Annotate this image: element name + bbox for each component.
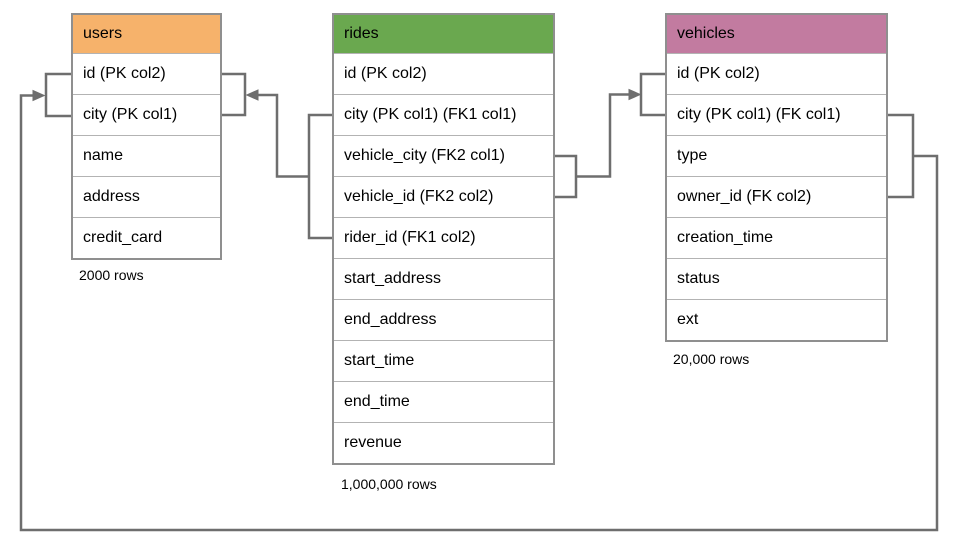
table-users[interactable]: users id (PK col2) city (PK col1) name a…	[71, 13, 222, 260]
table-row: revenue	[334, 422, 553, 463]
table-row: vehicle_id (FK2 col2)	[334, 176, 553, 217]
connector-fk2-rides-vehicles	[553, 72, 665, 199]
table-row: end_address	[334, 299, 553, 340]
fk-arrowhead	[32, 89, 46, 102]
table-row: vehicle_city (FK2 col1)	[334, 135, 553, 176]
connector-fk-vehicles-users	[19, 72, 939, 532]
table-row: end_time	[334, 381, 553, 422]
users-left-bracket	[44, 72, 71, 118]
vehicles-row-count: 20,000 rows	[673, 351, 750, 367]
table-row: start_time	[334, 340, 553, 381]
table-row: type	[667, 135, 886, 176]
table-row: city (PK col1) (FK col1)	[667, 94, 886, 135]
table-row: city (PK col1) (FK1 col1)	[334, 94, 553, 135]
table-row: rider_id (FK1 col2)	[334, 217, 553, 258]
table-row: owner_id (FK col2)	[667, 176, 886, 217]
users-row-count: 2000 rows	[79, 267, 144, 283]
connector-fk1-rides-users	[220, 72, 332, 240]
table-row: status	[667, 258, 886, 299]
vehicles-left-bracket	[639, 72, 665, 117]
rides-right-bracket	[553, 154, 578, 199]
vehicles-right-bracket	[886, 113, 915, 199]
fk-loop-line	[19, 94, 939, 532]
table-row: name	[73, 135, 220, 176]
table-row: start_address	[334, 258, 553, 299]
table-row: ext	[667, 299, 886, 340]
table-row: credit_card	[73, 217, 220, 258]
fk1-line	[258, 93, 309, 178]
table-row: id (PK col2)	[73, 53, 220, 94]
table-vehicles-header: vehicles	[667, 15, 886, 53]
table-vehicles[interactable]: vehicles id (PK col2) city (PK col1) (FK…	[665, 13, 888, 342]
table-row: creation_time	[667, 217, 886, 258]
rides-left-bracket	[307, 113, 332, 240]
fk1-arrowhead	[245, 89, 259, 101]
table-row: id (PK col2)	[667, 53, 886, 94]
rides-row-count: 1,000,000 rows	[341, 476, 437, 492]
fk2-line	[576, 93, 629, 178]
table-row: city (PK col1)	[73, 94, 220, 135]
fk2-arrowhead	[628, 88, 642, 101]
users-right-bracket	[220, 72, 247, 117]
table-row: address	[73, 176, 220, 217]
table-rides[interactable]: rides id (PK col2) city (PK col1) (FK1 c…	[332, 13, 555, 465]
table-row: id (PK col2)	[334, 53, 553, 94]
table-rides-header: rides	[334, 15, 553, 53]
table-users-header: users	[73, 15, 220, 53]
